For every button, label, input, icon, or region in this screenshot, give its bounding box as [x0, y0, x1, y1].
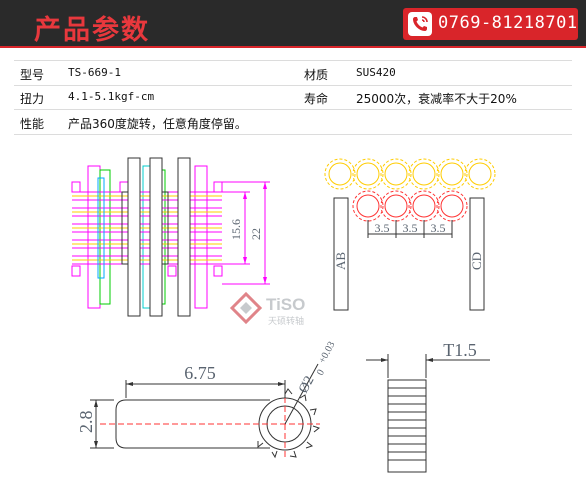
torque-label: 扭力 — [20, 92, 45, 106]
header-accent-bar — [0, 46, 586, 48]
plate-label-ab: AB — [333, 252, 348, 270]
model-label: 型号 — [20, 68, 45, 82]
dim-tol-upper: +0.03 — [317, 340, 338, 366]
dim-thickness: T1.5 — [443, 340, 477, 360]
model-value: TS-669-1 — [68, 66, 121, 79]
gear-spacing-2: 3.5 — [403, 221, 418, 235]
dim-width: 2.8 — [76, 411, 96, 434]
gear-mesh-view: AB CD 3.5 3.5 3.5 — [324, 158, 496, 311]
leaf-gear-view — [90, 363, 321, 460]
dim-diameter: Ø2 — [296, 374, 317, 396]
spec-row-torque: 扭力 4.1-5.1kgf-cm 寿命 25000次，衰减率不大于20% — [14, 85, 572, 110]
torque-value: 4.1-5.1kgf-cm — [68, 90, 155, 103]
material-value: SUS420 — [356, 66, 396, 79]
technical-drawing: 15.6 22 AB CD 3.5 3.5 3.5 — [71, 157, 496, 473]
spec-row-performance: 性能 产品360度旋转，任意角度停留。 — [14, 110, 572, 135]
material-label: 材质 — [304, 68, 329, 82]
section-title: 产品参数 — [34, 15, 150, 46]
performance-value: 产品360度旋转，任意角度停留。 — [68, 117, 247, 131]
plate-label-cd: CD — [469, 252, 484, 270]
dim-length: 6.75 — [184, 363, 216, 383]
life-value: 25000次，衰减率不大于20% — [356, 92, 517, 106]
spec-row-model: 型号 TS-669-1 材质 SUS420 — [14, 60, 572, 86]
header-band: 产品参数 0769-81218701 — [0, 0, 586, 48]
gear-spacing-3: 3.5 — [431, 221, 446, 235]
phone-number: 0769-81218701 — [438, 13, 578, 33]
watermark-brand: TiSO — [266, 295, 305, 314]
life-label: 寿命 — [304, 92, 329, 106]
dim-tol-lower: 0 — [315, 368, 327, 378]
performance-label: 性能 — [20, 117, 45, 131]
thickness-side-view — [366, 354, 490, 473]
hinge-assembly-view: 15.6 22 — [71, 157, 270, 317]
phone-icon — [408, 12, 432, 36]
gear-spacing-1: 3.5 — [375, 221, 390, 235]
dim-height-outer: 22 — [249, 228, 263, 240]
brand-watermark: TiSO 天硕转轴 — [229, 291, 305, 327]
dim-height-inner: 15.6 — [229, 219, 243, 240]
watermark-brand-cn: 天硕转轴 — [268, 315, 304, 327]
phone-badge[interactable]: 0769-81218701 — [403, 8, 578, 40]
